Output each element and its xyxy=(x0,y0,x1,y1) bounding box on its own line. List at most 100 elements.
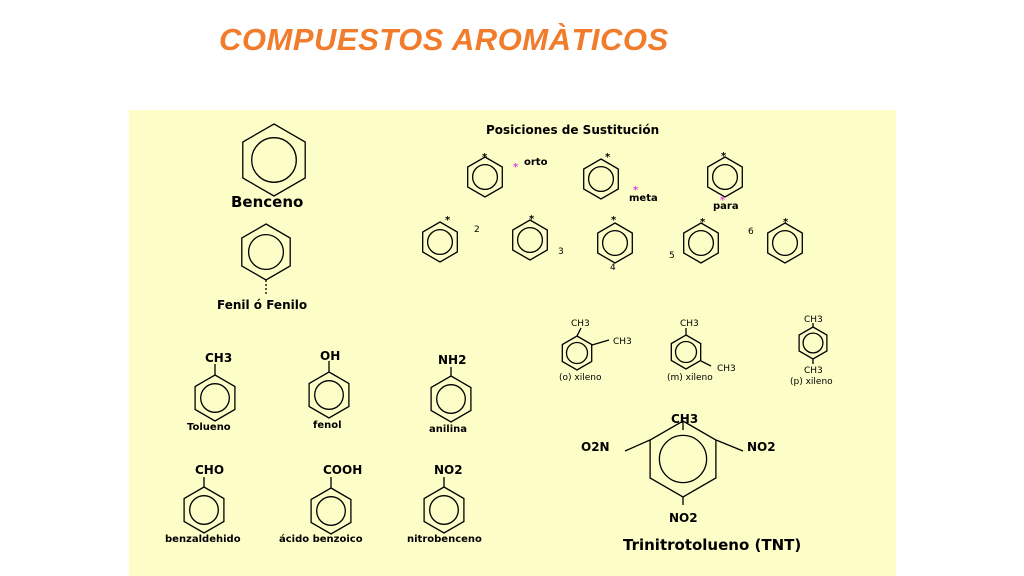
orto-marker: * xyxy=(513,162,519,173)
pos4-star: * xyxy=(611,215,617,226)
nitrobenceno-ring xyxy=(423,486,465,534)
pos6-number: 6 xyxy=(748,227,754,237)
hexagon-shape xyxy=(683,222,719,264)
tolueno-label: Tolueno xyxy=(187,422,231,433)
hexagon-shape xyxy=(767,222,803,264)
para-label: para xyxy=(713,201,739,212)
tnt-o2n: O2N xyxy=(581,440,610,454)
pxileno-ch3-a: CH3 xyxy=(804,315,823,325)
hexagon-shape xyxy=(194,374,236,422)
aromatic-circle xyxy=(802,332,824,354)
pos4-number: 4 xyxy=(610,263,616,273)
tnt-label: Trinitrotolueno (TNT) xyxy=(623,536,801,554)
aromatic-circle xyxy=(316,496,346,526)
benceno-label: Benceno xyxy=(231,193,303,211)
aromatic-circle xyxy=(200,383,230,413)
aromatic-circle xyxy=(587,165,615,193)
positions-heading: Posiciones de Sustitución xyxy=(486,123,659,137)
benzaldehido-ring xyxy=(183,486,225,534)
tnt-ch3: CH3 xyxy=(671,412,698,426)
meta-label: meta xyxy=(629,193,658,204)
pos2-star: * xyxy=(445,215,451,226)
meta-star: * xyxy=(605,152,611,163)
nitrobenceno-no2: NO2 xyxy=(434,463,463,477)
aromatic-circle xyxy=(314,380,344,410)
acido-label: ácido benzoico xyxy=(279,533,363,545)
para-marker: * xyxy=(720,195,726,206)
hexagon-shape xyxy=(183,486,225,534)
hexagon-shape xyxy=(670,334,702,370)
pos6-ring xyxy=(767,222,803,264)
para-ring xyxy=(707,156,743,198)
tnt-ring xyxy=(649,420,717,498)
oxileno-label: (o) xileno xyxy=(559,373,602,383)
aromatic-diagram: Benceno Fenil ó Fenilo Posiciones de Sus… xyxy=(165,123,833,554)
phenyl-ring xyxy=(241,223,291,281)
fenol-ring xyxy=(308,371,350,419)
pos3-number: 3 xyxy=(558,247,564,257)
hexagon-shape xyxy=(512,219,548,261)
acido-cooh: COOH xyxy=(323,463,362,477)
para-star: * xyxy=(721,151,727,162)
tnt-bond-left xyxy=(624,439,651,452)
aromatic-circle xyxy=(601,229,629,257)
pxileno-ch3-b: CH3 xyxy=(804,366,823,376)
aromatic-circle xyxy=(687,229,715,257)
pos6-star: * xyxy=(783,217,789,228)
hexagon-shape xyxy=(308,371,350,419)
meta-marker: * xyxy=(633,185,639,196)
aromatic-circle xyxy=(516,226,544,254)
tnt-bond-right xyxy=(715,439,744,452)
hexagon-shape xyxy=(597,222,633,264)
mxileno-bond2 xyxy=(700,360,712,367)
tnt-no2-bottom: NO2 xyxy=(669,511,698,525)
aromatic-circle xyxy=(674,340,698,364)
aromatic-circle xyxy=(471,163,499,191)
pos5-star: * xyxy=(700,217,706,228)
pos3-ring xyxy=(512,219,548,261)
anilina-ring xyxy=(430,375,472,423)
oxileno-bond2 xyxy=(591,339,610,346)
hexagon-shape xyxy=(422,221,458,263)
orto-star: * xyxy=(482,152,488,163)
oxileno-ch3-b: CH3 xyxy=(613,337,632,347)
fenilo-label: Fenil ó Fenilo xyxy=(217,298,307,312)
aromatic-circle xyxy=(189,495,219,525)
mxileno-ch3-b: CH3 xyxy=(717,364,736,374)
pos5-ring xyxy=(683,222,719,264)
hexagon-shape xyxy=(467,156,503,198)
mxileno-ring xyxy=(670,334,702,370)
benzaldehido-label: benzaldehido xyxy=(165,534,241,545)
fenol-oh: OH xyxy=(320,349,340,363)
benzene-ring xyxy=(242,123,306,197)
meta-ring xyxy=(583,158,619,200)
hexagon-shape xyxy=(423,486,465,534)
pos4-ring xyxy=(597,222,633,264)
mxileno-ch3-a: CH3 xyxy=(680,319,699,329)
aromatic-circle xyxy=(658,434,708,484)
mxileno-label: (m) xileno xyxy=(667,373,713,383)
pos2-number: 2 xyxy=(474,225,480,235)
hexagon-shape xyxy=(707,156,743,198)
aromatic-circle xyxy=(565,341,589,365)
tolueno-ring xyxy=(194,374,236,422)
oxileno-bond1 xyxy=(576,327,582,337)
pxileno-ring xyxy=(798,326,828,360)
acido-ring xyxy=(310,487,352,535)
orto-ring xyxy=(467,156,503,198)
aromatic-circle xyxy=(771,229,799,257)
tolueno-ch3: CH3 xyxy=(205,351,232,365)
nitrobenceno-label: nitrobenceno xyxy=(407,534,482,545)
pos5-number: 5 xyxy=(669,251,675,261)
aromatic-circle xyxy=(247,233,285,271)
aromatic-circle xyxy=(251,137,297,183)
anilina-nh2: NH2 xyxy=(438,353,466,367)
diagram-panel: Benceno Fenil ó Fenilo Posiciones de Sus… xyxy=(129,110,896,576)
hexagon-shape xyxy=(310,487,352,535)
hexagon-shape xyxy=(242,123,306,197)
aromatic-circle xyxy=(426,228,454,256)
fenol-label: fenol xyxy=(313,420,342,431)
oxileno-ring xyxy=(561,335,593,371)
pos2-ring xyxy=(422,221,458,263)
pxileno-label: (p) xileno xyxy=(790,377,833,387)
